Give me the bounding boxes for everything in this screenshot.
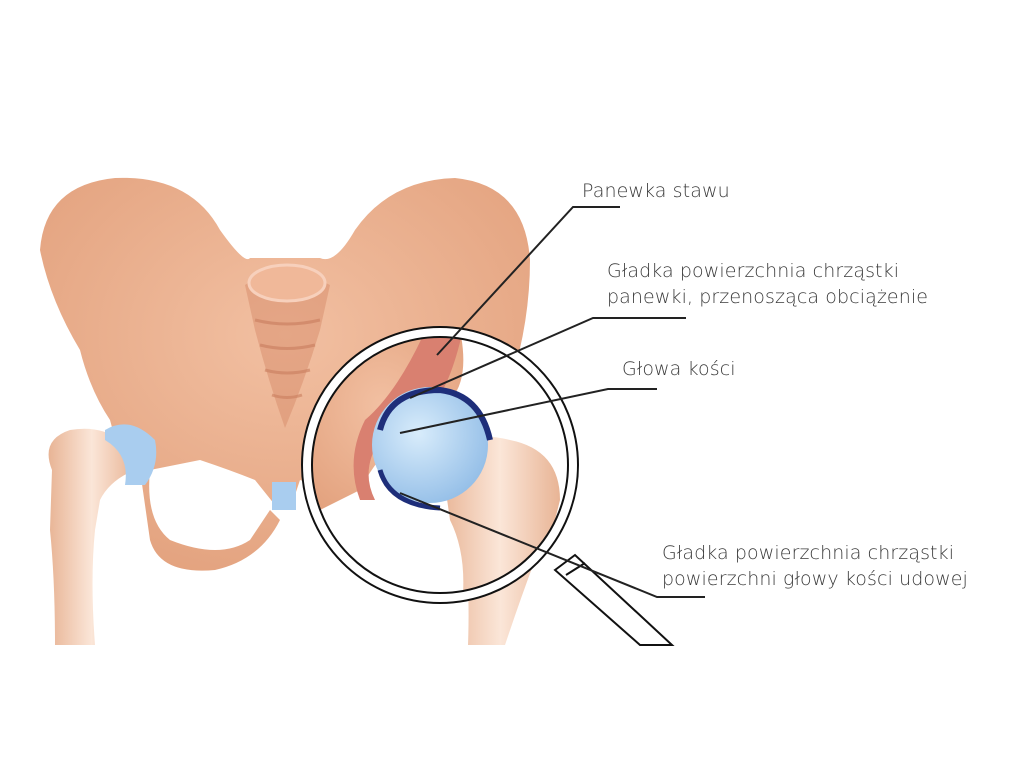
label-line: Gładka powierzchnia chrząstki <box>662 542 955 564</box>
left-femur <box>48 428 136 645</box>
label-line: Głowa kości <box>622 358 736 380</box>
label-line: Gładka powierzchnia chrząstki <box>607 260 900 282</box>
label-acetabulum: Panewka stawu <box>582 178 730 204</box>
label-line: Panewka stawu <box>582 180 730 202</box>
label-femoral-head: Głowa kości <box>622 356 736 382</box>
leader-lines <box>399 206 705 598</box>
label-acetabular-cartilage: Gładka powierzchnia chrząstki panewki, p… <box>607 258 928 310</box>
label-line: powierzchni głowy kości udowej <box>662 568 968 590</box>
label-line: panewki, przenosząca obciążenie <box>607 286 929 308</box>
label-femoral-head-cartilage: Gładka powierzchnia chrząstki powierzchn… <box>662 540 968 592</box>
